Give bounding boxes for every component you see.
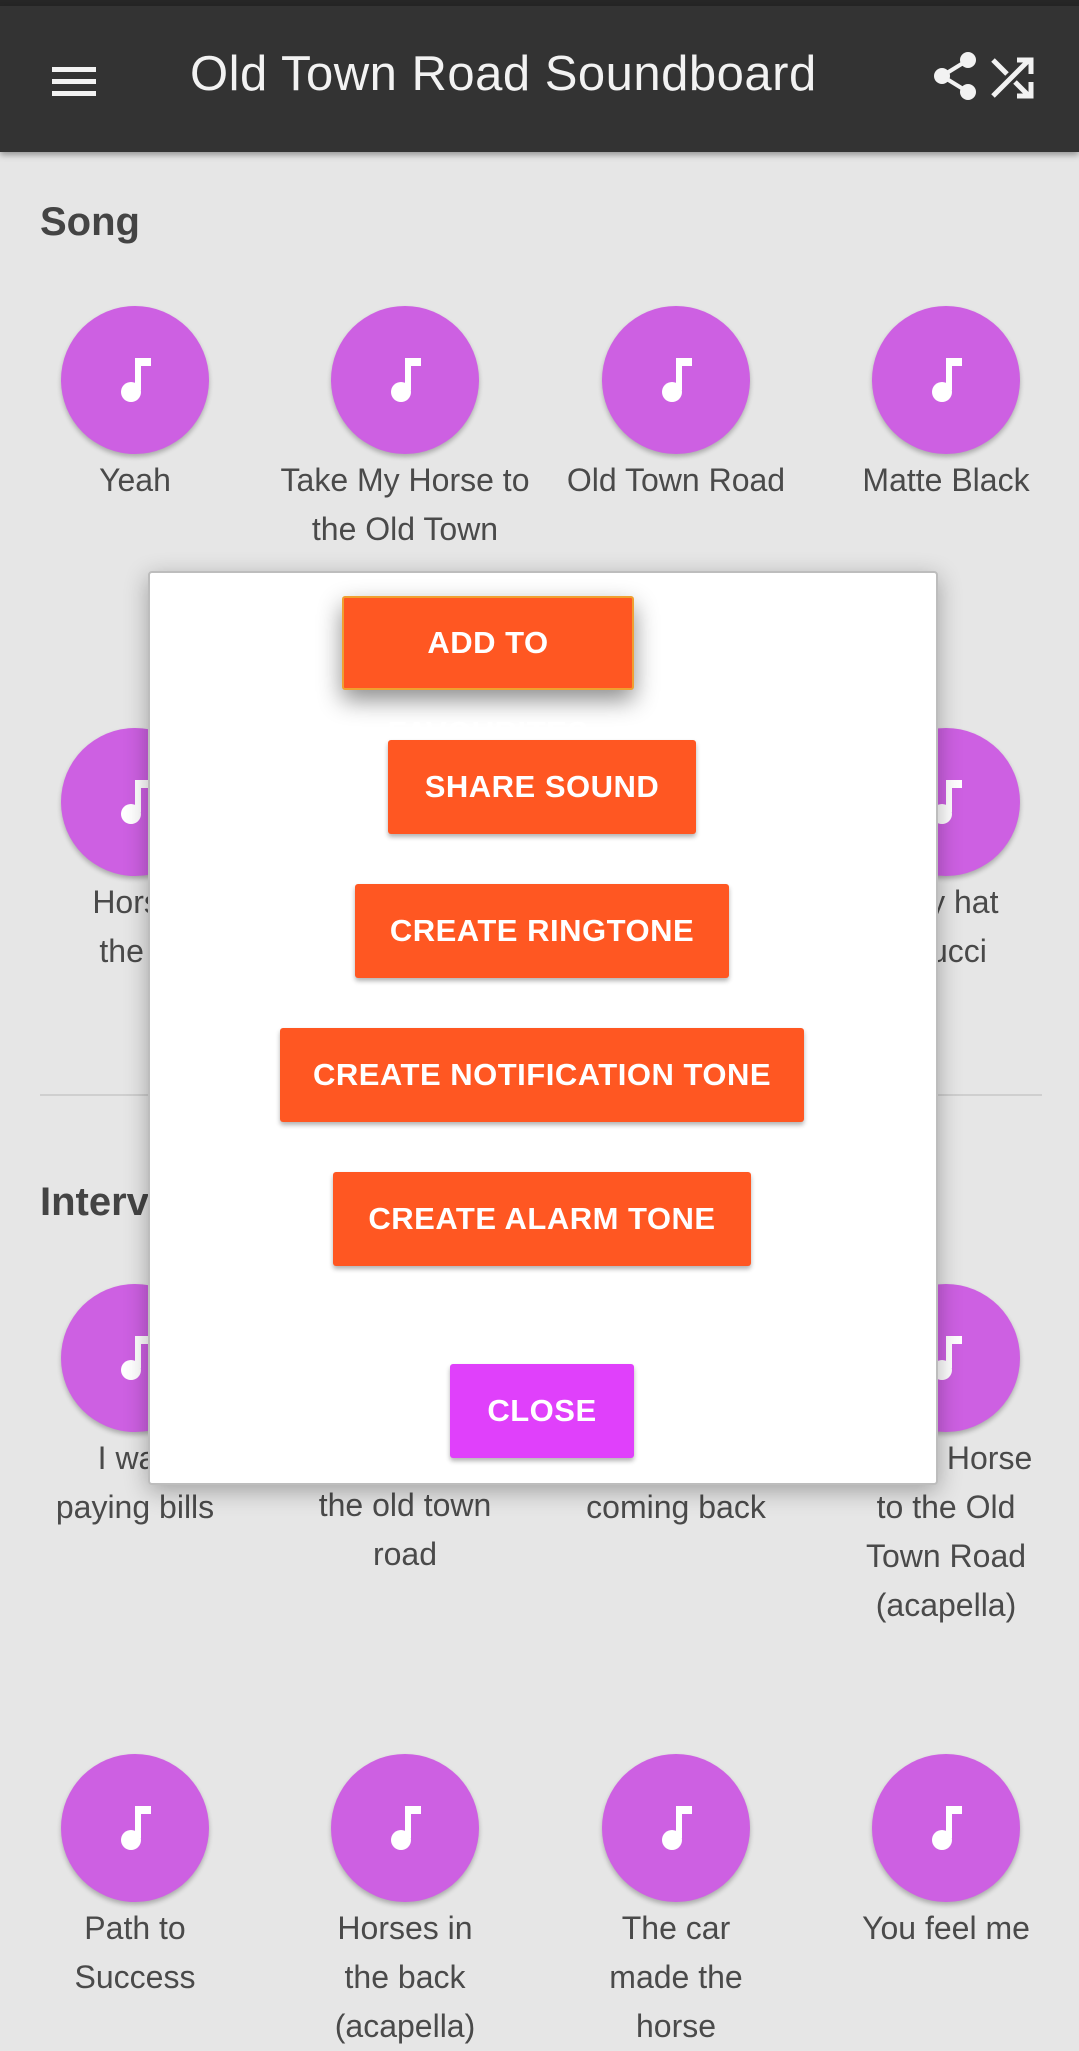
- music-note-icon: [391, 1806, 421, 1850]
- music-note-icon: [121, 780, 151, 824]
- add-to-favourites-button[interactable]: ADD TO FAVOURITES: [342, 596, 634, 750]
- sound-label: Take My Horse to the Old Town: [280, 462, 530, 547]
- app-title: Old Town Road Soundboard: [190, 47, 817, 101]
- music-note-icon: [121, 1336, 151, 1380]
- music-note-icon: [932, 1806, 962, 1850]
- sound-label: Horses in the back (acapella): [334, 1910, 476, 2044]
- sound-tile[interactable]: Yeah: [10, 306, 260, 505]
- sound-button[interactable]: [602, 1754, 750, 1902]
- sound-tile[interactable]: Take My Horse to the Old Town: [280, 306, 530, 554]
- sound-button[interactable]: [331, 1754, 479, 1902]
- status-bar: [0, 0, 1079, 6]
- sound-label: You feel me: [862, 1910, 1030, 1946]
- sound-label: Path to Success: [74, 1910, 196, 1995]
- create-alarm-tone-button[interactable]: CREATE ALARM TONE: [333, 1172, 751, 1266]
- sound-label: Yeah: [99, 462, 171, 498]
- share-icon[interactable]: [928, 46, 984, 106]
- sound-tile[interactable]: Matte Black: [821, 306, 1071, 505]
- share-sound-button[interactable]: SHARE SOUND: [388, 740, 696, 834]
- sound-tile[interactable]: Old Town Road: [551, 306, 801, 505]
- sound-button[interactable]: [872, 306, 1020, 454]
- sound-tile[interactable]: You feel me: [821, 1754, 1071, 1953]
- app-bar: Old Town Road Soundboard: [0, 6, 1079, 152]
- close-button[interactable]: CLOSE: [450, 1364, 634, 1458]
- music-note-icon: [121, 358, 151, 402]
- music-note-icon: [662, 1806, 692, 1850]
- sound-tile[interactable]: Horses in the back (acapella): [280, 1754, 530, 2051]
- section-title-interviews: Interv: [40, 1180, 149, 1224]
- section-title-song: Song: [40, 200, 140, 244]
- shuffle-icon[interactable]: [985, 50, 1041, 106]
- music-note-icon: [662, 358, 692, 402]
- sound-tile[interactable]: Path to Success: [10, 1754, 260, 2002]
- sound-button[interactable]: [61, 306, 209, 454]
- music-note-icon: [932, 358, 962, 402]
- music-note-icon: [391, 358, 421, 402]
- sound-label: te my Horse to the Old Town Road (acapel…: [859, 1440, 1033, 1623]
- sound-tile[interactable]: The car made the horse: [551, 1754, 801, 2051]
- sound-button[interactable]: [872, 1754, 1020, 1902]
- sound-label: Matte Black: [862, 462, 1030, 498]
- sound-label: The car made the horse: [609, 1910, 743, 2044]
- sound-label: Old Town Road: [566, 462, 786, 498]
- sound-label: coming back: [586, 1489, 766, 1525]
- sound-label: the old town road: [318, 1487, 492, 1572]
- create-ringtone-button[interactable]: CREATE RINGTONE: [355, 884, 729, 978]
- sound-button[interactable]: [61, 1754, 209, 1902]
- music-note-icon: [121, 1806, 151, 1850]
- create-notification-tone-button[interactable]: CREATE NOTIFICATION TONE: [280, 1028, 804, 1122]
- sound-button[interactable]: [602, 306, 750, 454]
- sound-options-dialog: ADD TO FAVOURITES SHARE SOUND CREATE RIN…: [148, 571, 938, 1485]
- menu-icon[interactable]: [38, 51, 110, 111]
- sound-button[interactable]: [331, 306, 479, 454]
